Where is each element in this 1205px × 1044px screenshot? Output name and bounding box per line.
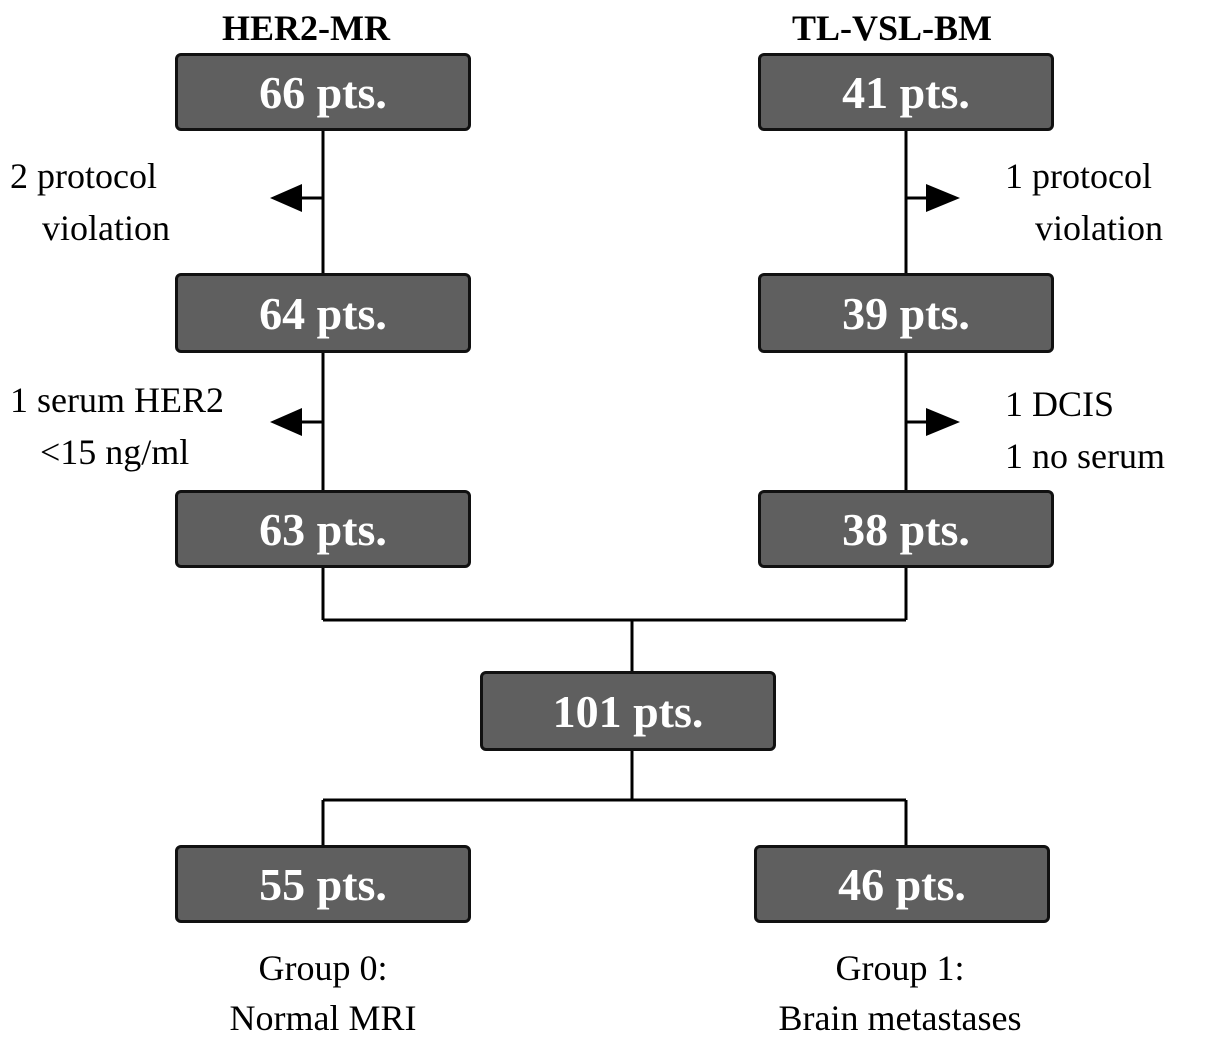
left-step2-box: 64 pts.: [175, 273, 471, 353]
left-step3-box: 63 pts.: [175, 490, 471, 568]
group0-caption-line2: Normal MRI: [229, 998, 417, 1038]
right-exclusion-2: 1 DCIS 1 no serum: [1005, 378, 1165, 482]
left-arrow-2: [270, 408, 302, 436]
group0-box: 55 pts.: [175, 845, 471, 923]
right-exclusion-1: 1 protocol violation: [1005, 150, 1163, 254]
group1-caption-line1: Group 1:: [835, 948, 965, 988]
right-step3-box: 38 pts.: [758, 490, 1054, 568]
left-exclusion-2: 1 serum HER2 <15 ng/ml: [10, 374, 224, 478]
group1-caption: Group 1: Brain metastases: [740, 943, 1060, 1043]
left-step1-box: 66 pts.: [175, 53, 471, 131]
left-arrow-1: [270, 184, 302, 212]
right-arrow-1: [926, 184, 960, 212]
group1-box: 46 pts.: [754, 845, 1050, 923]
right-step2-box: 39 pts.: [758, 273, 1054, 353]
left-exclusion-1-line1: 2 protocol: [10, 156, 157, 196]
right-exclusion-1-line2: violation: [1035, 208, 1163, 248]
right-exclusion-1-line1: 1 protocol: [1005, 156, 1152, 196]
left-exclusion-1: 2 protocol violation: [10, 150, 170, 254]
right-column-title: TL-VSL-BM: [792, 8, 993, 48]
left-exclusion-1-line2: violation: [42, 208, 170, 248]
group0-caption: Group 0: Normal MRI: [173, 943, 473, 1043]
left-exclusion-2-line1: 1 serum HER2: [10, 380, 224, 420]
right-exclusion-2-line1: 1 DCIS: [1005, 384, 1115, 424]
right-exclusion-2-line2: 1 no serum: [1005, 436, 1165, 476]
combined-box: 101 pts.: [480, 671, 776, 751]
left-column-title: HER2-MR: [222, 8, 390, 48]
left-exclusion-2-line2: <15 ng/ml: [40, 432, 190, 472]
right-arrow-2: [926, 408, 960, 436]
group0-caption-line1: Group 0:: [258, 948, 388, 988]
right-step1-box: 41 pts.: [758, 53, 1054, 131]
group1-caption-line2: Brain metastases: [778, 998, 1022, 1038]
